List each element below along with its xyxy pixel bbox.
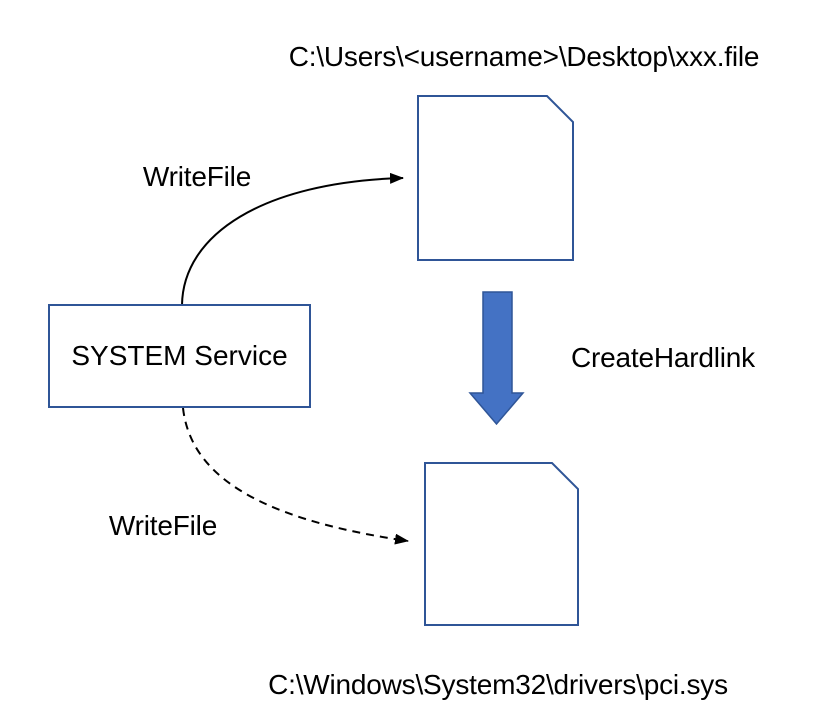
file-icon-top xyxy=(417,95,574,261)
writefile-solid-arrow xyxy=(181,172,404,306)
source-file-path-label: C:\Users\<username>\Desktop\xxx.file xyxy=(288,41,760,73)
create-hardlink-label: CreateHardlink xyxy=(571,342,755,374)
file-icon-bottom xyxy=(424,462,579,626)
system-service-label: SYSTEM Service xyxy=(71,340,288,371)
hardlink-down-arrow-icon xyxy=(468,291,525,426)
writefile-label-top: WriteFile xyxy=(142,161,252,193)
system-service-box: SYSTEM Service xyxy=(48,304,311,408)
target-file-path-label: C:\Windows\System32\drivers\pci.sys xyxy=(268,669,728,701)
writefile-dashed-arrow xyxy=(182,407,409,545)
writefile-label-bottom: WriteFile xyxy=(108,510,218,542)
